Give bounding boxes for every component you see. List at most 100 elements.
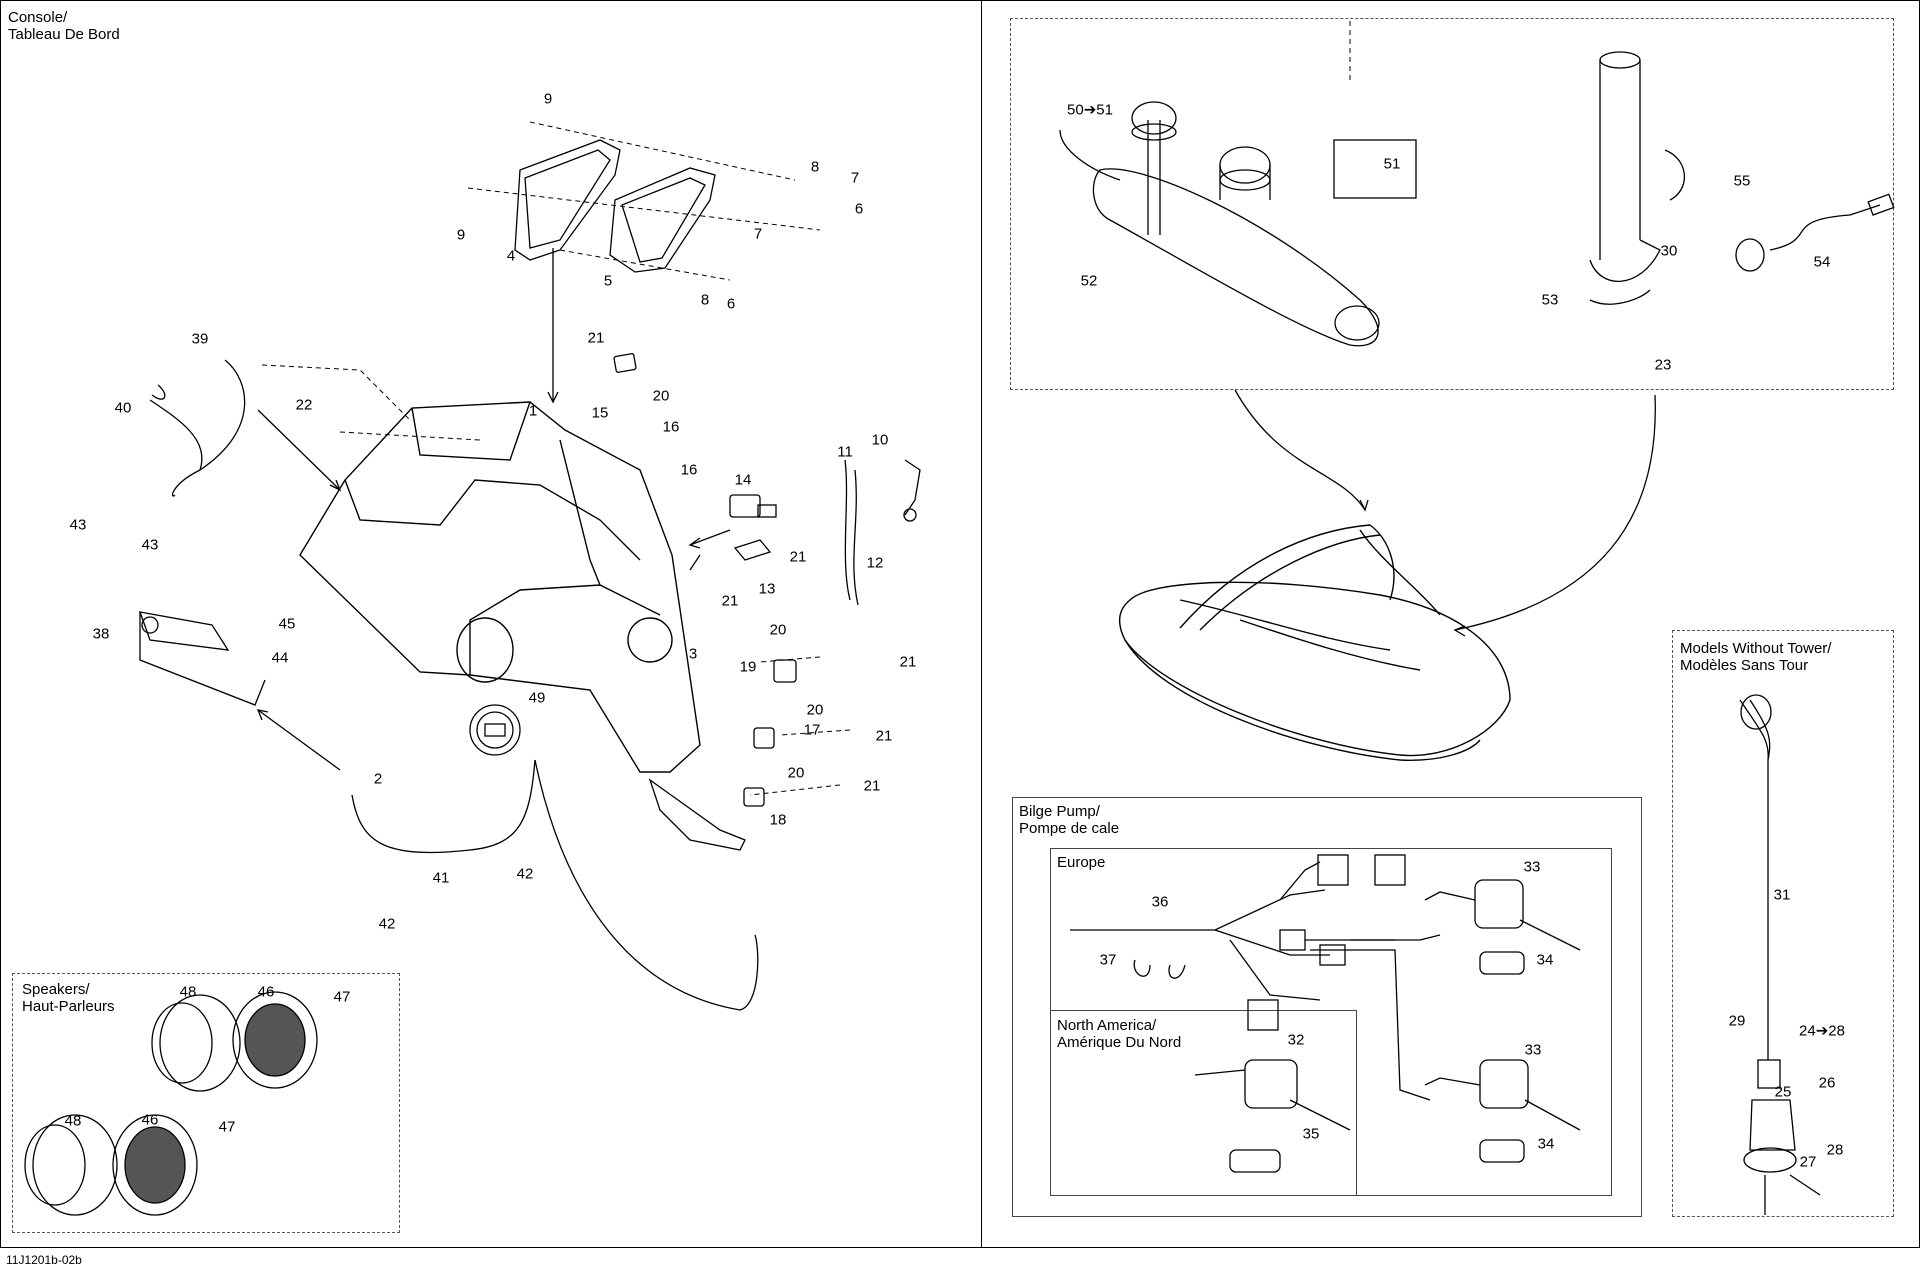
bilge-pump-europe — [1070, 854, 1581, 1163]
callout-21e: 21 — [875, 727, 893, 745]
callout-46b: 46 — [141, 1111, 159, 1129]
callout-21a: 21 — [587, 329, 605, 347]
callout-5: 5 — [603, 272, 613, 290]
callout-20c: 20 — [806, 701, 824, 719]
harness-41 — [351, 759, 759, 1011]
gauge-49 — [469, 704, 521, 756]
no-tower-title: Models Without Tower/ Modèles Sans Tour — [1680, 640, 1832, 674]
callout-42b: 42 — [378, 915, 396, 933]
callout-16b: 16 — [680, 461, 698, 479]
callout-7b: 7 — [753, 225, 763, 243]
north-america-title: North America/ Amérique Du Nord — [1057, 1017, 1182, 1051]
gauge-bezels — [514, 139, 716, 273]
callout-30: 30 — [1660, 242, 1678, 260]
callout-10: 10 — [871, 431, 889, 449]
callout-14: 14 — [734, 471, 752, 489]
drawing-code: 11J1201b-02b — [6, 1253, 82, 1267]
wire-39-40 — [149, 359, 246, 497]
callout-43b: 43 — [141, 536, 159, 554]
callout-21c: 21 — [721, 592, 739, 610]
callout-9b: 9 — [456, 226, 466, 244]
speaker-upper — [151, 991, 318, 1092]
no-tower-box — [1672, 630, 1894, 1217]
callout-34b: 34 — [1537, 1135, 1555, 1153]
callout-21b: 21 — [789, 548, 807, 566]
bilge-box — [1012, 797, 1642, 1217]
callout-23: 23 — [1654, 356, 1672, 374]
callout-22: 22 — [295, 396, 313, 414]
callout-11: 11 — [837, 443, 853, 461]
callout-49: 49 — [528, 689, 546, 707]
callout-13: 13 — [758, 580, 776, 598]
callout-47a: 47 — [333, 988, 351, 1006]
callout-43a: 43 — [69, 516, 87, 534]
console-title: Console/ Tableau De Bord — [8, 9, 120, 43]
callout-37: 37 — [1099, 951, 1117, 969]
callout-55: 55 — [1733, 172, 1751, 190]
callout-20b: 20 — [769, 621, 787, 639]
europe-title: Europe — [1057, 854, 1106, 871]
callout-4: 4 — [506, 247, 516, 265]
callout-34a: 34 — [1536, 951, 1554, 969]
callout-3: 3 — [688, 645, 698, 663]
callout-45: 45 — [278, 615, 296, 633]
callout-33b: 33 — [1524, 1041, 1542, 1059]
callout-9a: 9 — [543, 90, 553, 108]
callout-25: 25 — [1774, 1083, 1792, 1101]
callout-2: 2 — [373, 770, 383, 788]
callout-7a: 7 — [850, 169, 860, 187]
callout-48a: 48 — [179, 983, 197, 1001]
callout-52: 52 — [1080, 272, 1098, 290]
callout-27: 27 — [1799, 1153, 1817, 1171]
callout-41: 41 — [432, 869, 450, 887]
callout-36: 36 — [1151, 893, 1169, 911]
callout-12: 12 — [866, 554, 884, 572]
callout-21f: 21 — [863, 777, 881, 795]
callout-51: 51 — [1383, 155, 1401, 173]
callout-1: 1 — [528, 402, 538, 420]
callout-32: 32 — [1287, 1031, 1305, 1049]
callout-46a: 46 — [257, 983, 275, 1001]
callout-53: 53 — [1541, 291, 1559, 309]
north-america-box — [1050, 1010, 1357, 1196]
callout-44: 44 — [271, 649, 289, 667]
speakers-title: Speakers/ Haut-Parleurs — [22, 981, 115, 1015]
callout-20a: 20 — [652, 387, 670, 405]
callout-47b: 47 — [218, 1118, 236, 1136]
callout-8a: 8 — [810, 158, 820, 176]
callout-31: 31 — [1773, 886, 1791, 904]
callout-35: 35 — [1302, 1125, 1320, 1143]
bilge-pump-na — [1194, 1059, 1351, 1173]
speaker-lower — [24, 1114, 198, 1216]
callout-18: 18 — [769, 811, 787, 829]
callout-6a: 6 — [854, 200, 864, 218]
callout-21d: 21 — [899, 653, 917, 671]
switch-parts — [613, 353, 921, 851]
callout-24-28: 24➔28 — [1799, 1022, 1845, 1040]
bilge-title: Bilge Pump/ Pompe de cale — [1019, 803, 1120, 837]
callout-17: 17 — [803, 721, 821, 739]
callout-54: 54 — [1813, 253, 1831, 271]
callout-8b: 8 — [700, 291, 710, 309]
callout-15: 15 — [591, 404, 609, 422]
tower-detail-box — [1010, 18, 1894, 390]
callout-26: 26 — [1818, 1074, 1836, 1092]
arrows — [256, 248, 1656, 771]
callout-50-51: 50➔51 — [1067, 101, 1113, 119]
callout-38: 38 — [92, 625, 110, 643]
callout-28: 28 — [1826, 1141, 1844, 1159]
callout-42a: 42 — [516, 865, 534, 883]
callout-33a: 33 — [1523, 858, 1541, 876]
boat-illustration — [1118, 524, 1511, 761]
callout-16a: 16 — [662, 418, 680, 436]
callout-29: 29 — [1728, 1012, 1746, 1030]
callout-40: 40 — [114, 399, 132, 417]
no-tower-light — [1739, 694, 1821, 1215]
callout-6b: 6 — [726, 295, 736, 313]
callout-48b: 48 — [64, 1112, 82, 1130]
speakers-box — [12, 973, 400, 1233]
tower-detail — [1059, 51, 1895, 347]
console-body — [299, 401, 701, 773]
callout-39: 39 — [191, 330, 209, 348]
